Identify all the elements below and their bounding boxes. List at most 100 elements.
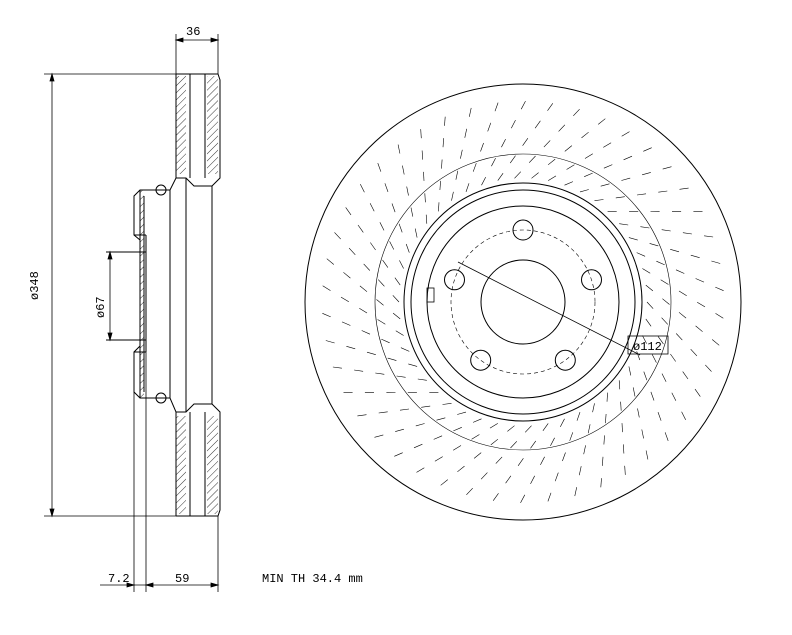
cooling-slot [550, 437, 555, 447]
cooling-slot [657, 336, 664, 345]
cooling-slot [704, 235, 714, 238]
dimension-labels: 36 ø348 ø67 7.2 59 MIN TH 34.4 mm [28, 25, 363, 586]
cooling-slot [473, 452, 482, 459]
cooling-slot [378, 411, 388, 414]
cooling-slot [678, 290, 687, 296]
index-marker [426, 287, 435, 303]
cooling-slot [505, 475, 512, 484]
cooling-slot [392, 312, 401, 320]
cooling-slot [642, 172, 651, 176]
cooling-slot [675, 333, 683, 341]
cooling-slot [602, 456, 604, 466]
cooling-slot [399, 408, 410, 411]
cooling-slots [322, 100, 724, 504]
cooling-slot [322, 313, 331, 318]
dimension-lines [44, 34, 220, 592]
cooling-slot [603, 142, 612, 148]
cooling-slot [528, 155, 536, 163]
cooling-slot [576, 412, 581, 421]
cooling-slot [424, 193, 426, 203]
offset-total-label: 59 [175, 572, 189, 586]
cooling-slot [406, 186, 409, 196]
outer-diameter-label: ø348 [28, 271, 42, 300]
cooling-slot [579, 466, 582, 476]
center-bore [480, 259, 566, 345]
cooling-slot [490, 438, 499, 446]
cooling-slot [530, 440, 537, 449]
cooling-slot [440, 479, 448, 486]
cooling-slot [396, 375, 406, 378]
cooling-slot [501, 138, 506, 148]
cooling-slot [542, 423, 549, 431]
cooling-slot [621, 177, 631, 181]
cooling-slot [509, 155, 516, 164]
cooling-slot [564, 181, 574, 186]
cooling-slot [492, 493, 499, 501]
cooling-slot [564, 145, 573, 152]
cooling-slot [357, 224, 364, 233]
cooling-slot [679, 187, 689, 190]
cooling-slot [455, 170, 459, 180]
cooling-slot [658, 190, 668, 193]
cooling-slot [649, 243, 659, 247]
cooling-slot [650, 391, 655, 401]
cooling-slot [382, 259, 389, 268]
bolt-hole [554, 349, 576, 371]
cooling-slot [359, 308, 368, 314]
cooling-slot [400, 347, 410, 352]
cooling-slot [415, 423, 425, 427]
cooling-slot [558, 124, 566, 132]
bolt-circle [450, 229, 596, 375]
friction-ring-inner-edge [374, 153, 672, 451]
cooling-slot [642, 268, 651, 274]
cooling-slot [678, 312, 687, 319]
cooling-slot [524, 425, 532, 433]
cooling-slot [711, 260, 721, 264]
hatch-inner-bottom [207, 416, 218, 514]
cooling-slot [465, 183, 470, 192]
min-thickness-note: MIN TH 34.4 mm [262, 572, 363, 586]
cooling-slot [531, 172, 539, 179]
cooling-slot [433, 435, 443, 440]
cooling-slot [402, 165, 405, 175]
cooling-slot [675, 269, 685, 274]
cooling-slot [366, 351, 376, 355]
cooling-slot [623, 444, 625, 454]
cooling-slot [543, 140, 551, 148]
cooling-slot [497, 173, 504, 181]
cooling-slot [548, 175, 557, 181]
cooling-slot [489, 423, 498, 429]
cooling-slot [472, 163, 477, 172]
hat-outer-edge [403, 182, 643, 422]
cooling-slot [363, 263, 371, 271]
bolt-hole [444, 269, 465, 291]
cooling-slot [690, 348, 698, 357]
cooling-slot [460, 149, 463, 159]
cooling-slot [645, 318, 652, 327]
cooling-slot [481, 176, 486, 186]
cooling-slot [574, 487, 577, 497]
cooling-slot [643, 147, 652, 152]
cooling-slot [457, 465, 465, 473]
cooling-slot [682, 232, 692, 235]
offset-inner-label: 7.2 [108, 572, 130, 586]
cooling-slot [530, 475, 535, 485]
cooling-slot [346, 346, 356, 350]
cooling-slot [421, 405, 431, 408]
cooling-slot [398, 223, 403, 233]
cooling-slot [671, 392, 677, 401]
cooling-slot [662, 166, 672, 170]
cooling-slot [480, 142, 484, 152]
cooling-slot [605, 413, 607, 424]
cooling-slot [494, 102, 499, 112]
cooling-slot [636, 193, 647, 196]
front-view [304, 83, 742, 521]
cooling-slot [384, 183, 389, 193]
cooling-slot [354, 369, 364, 372]
cooling-slot [495, 456, 503, 464]
cooling-slot [636, 252, 646, 257]
cooling-slot [540, 456, 545, 466]
cooling-slot [439, 180, 441, 191]
cooling-slot [417, 378, 427, 381]
cooling-slot [603, 435, 605, 445]
